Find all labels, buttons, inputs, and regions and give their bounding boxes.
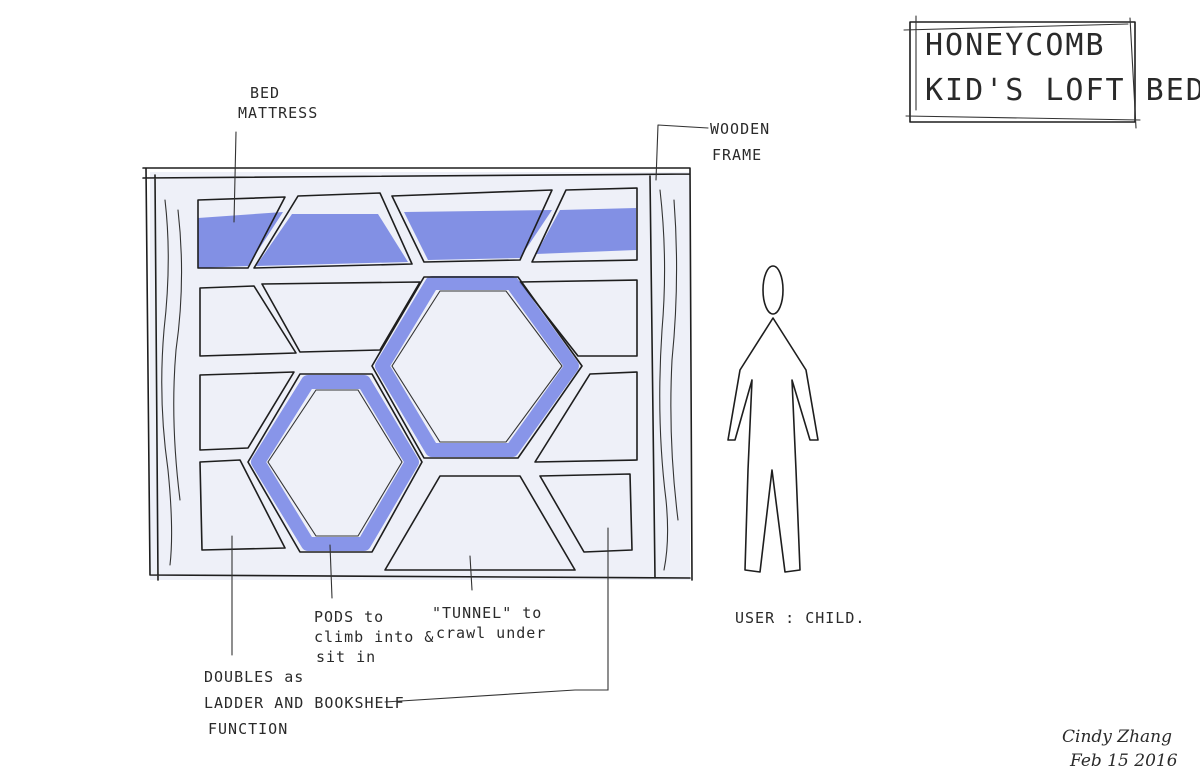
signature-name: Cindy Zhang [1062, 727, 1172, 747]
label-pods-1: PODS to [314, 608, 384, 626]
label-tunnel-2: crawl under [436, 624, 546, 642]
title-line2: KID'S LOFT BED. [925, 73, 1200, 108]
label-ladder-3: FUNCTION [208, 720, 288, 738]
signature-date: Feb 15 2016 [1069, 751, 1178, 771]
title-line1: HONEYCOMB [925, 28, 1106, 63]
title-box: HONEYCOMB KID'S LOFT BED. [904, 16, 1200, 128]
label-mattress-2: MATTRESS [238, 104, 318, 122]
signature: Cindy Zhang Feb 15 2016 [1062, 727, 1178, 771]
child-figure-icon [728, 266, 818, 572]
label-pods-3: sit in [316, 648, 376, 666]
label-pods-2: climb into & [314, 628, 434, 646]
label-user: USER : CHILD. [735, 609, 865, 627]
label-tunnel-1: "TUNNEL" to [432, 604, 542, 622]
label-ladder-2: LADDER AND BOOKSHELF [204, 694, 405, 712]
label-ladder-1: DOUBLES as [204, 668, 304, 686]
label-frame-2: FRAME [712, 146, 762, 164]
label-mattress-1: BED [250, 84, 280, 102]
label-frame-1: WOODEN [710, 120, 770, 138]
